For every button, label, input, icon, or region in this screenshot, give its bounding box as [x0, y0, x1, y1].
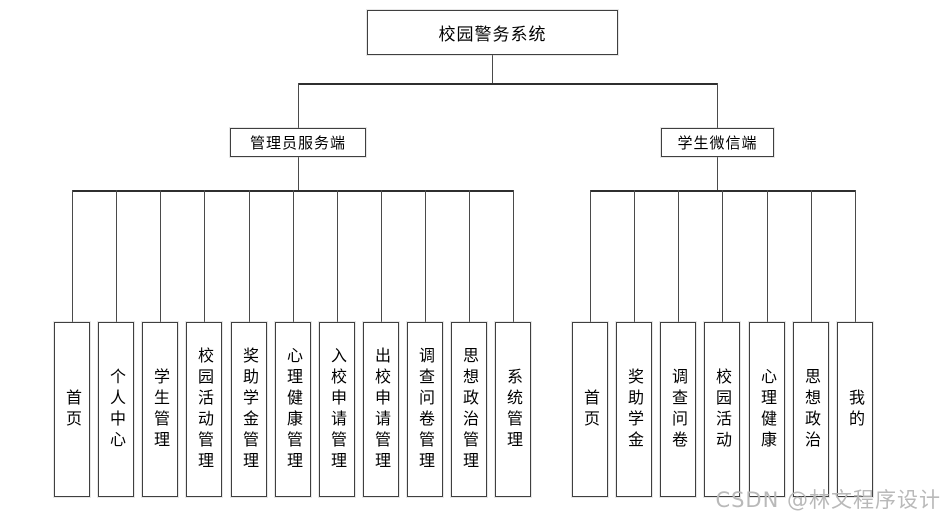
leaf-label: 系统管理 [504, 367, 523, 452]
connector-leaf-drop [855, 190, 856, 322]
connector-leaf-drop [293, 190, 294, 322]
admin-node-personal-center: 个人中心 [98, 322, 134, 497]
leaf-label: 奖助学金 [625, 367, 644, 452]
leaf-label: 首页 [63, 388, 82, 431]
connector-wechat-rail [590, 190, 856, 192]
connector-leaf-drop [678, 190, 679, 322]
leaf-label: 心理健康 [758, 367, 777, 452]
admin-node-ideology-mgmt: 思想政治管理 [451, 322, 487, 497]
wechat-node-home: 首页 [572, 322, 608, 497]
connector-leaf-drop [160, 190, 161, 322]
csdn-watermark: CSDN @林文程序设计 [715, 488, 941, 512]
leaf-label: 奖助学金管理 [240, 346, 259, 473]
leaf-label: 调查问卷管理 [416, 346, 435, 473]
admin-node-campus-activity-mgmt: 校园活动管理 [186, 322, 222, 497]
branch-node-label: 学生微信端 [677, 134, 758, 152]
admin-node-home: 首页 [54, 322, 90, 497]
connector-root-stem [492, 55, 493, 83]
leaf-label: 个人中心 [107, 367, 126, 452]
admin-node-scholarship-mgmt: 奖助学金管理 [231, 322, 267, 497]
connector-leaf-drop [204, 190, 205, 322]
connector-leaf-drop [72, 190, 73, 322]
wechat-node-campus-activity: 校园活动 [704, 322, 740, 497]
admin-node-entry-application-mgmt: 入校申请管理 [319, 322, 355, 497]
connector-leaf-drop [767, 190, 768, 322]
connector-leaf-drop [249, 190, 250, 322]
admin-node-system-mgmt: 系统管理 [495, 322, 531, 497]
leaf-label: 首页 [581, 388, 600, 431]
leaf-label: 调查问卷 [669, 367, 688, 452]
wechat-node-ideology: 思想政治 [793, 322, 829, 497]
admin-node-student-mgmt: 学生管理 [142, 322, 178, 497]
connector-admin-stem [298, 157, 299, 190]
connector-leaf-drop [469, 190, 470, 322]
root-node-campus-police-system: 校园警务系统 [367, 10, 618, 55]
branch-node-student-wechat: 学生微信端 [661, 128, 774, 157]
connector-leaf-drop [513, 190, 514, 322]
admin-node-mental-health-mgmt: 心理健康管理 [275, 322, 311, 497]
connector-leaf-drop [425, 190, 426, 322]
leaf-label: 思想政治 [802, 367, 821, 452]
branch-node-label: 管理员服务端 [249, 134, 346, 152]
leaf-label: 入校申请管理 [328, 346, 347, 473]
connector-leaf-drop [634, 190, 635, 322]
leaf-label: 我的 [846, 388, 865, 431]
connector-leaf-drop [811, 190, 812, 322]
connector-wechat-drop [717, 83, 718, 128]
connector-leaf-drop [722, 190, 723, 322]
wechat-node-survey: 调查问卷 [660, 322, 696, 497]
leaf-label: 校园活动 [713, 367, 732, 452]
leaf-label: 思想政治管理 [460, 346, 479, 473]
connector-wechat-stem [717, 157, 718, 190]
branch-node-admin-service: 管理员服务端 [230, 128, 366, 157]
root-node-label: 校园警务系统 [438, 25, 547, 45]
connector-leaf-drop [381, 190, 382, 322]
admin-node-exit-application-mgmt: 出校申请管理 [363, 322, 399, 497]
wechat-node-scholarship: 奖助学金 [616, 322, 652, 497]
connector-leaf-drop [337, 190, 338, 322]
leaf-label: 出校申请管理 [372, 346, 391, 473]
leaf-label: 学生管理 [151, 367, 170, 452]
admin-node-survey-mgmt: 调查问卷管理 [407, 322, 443, 497]
leaf-label: 心理健康管理 [284, 346, 303, 473]
leaf-label: 校园活动管理 [195, 346, 214, 473]
wechat-node-mine: 我的 [837, 322, 873, 497]
connector-leaf-drop [590, 190, 591, 322]
connector-leaf-drop [116, 190, 117, 322]
connector-main-rail [298, 83, 718, 85]
wechat-node-mental-health: 心理健康 [749, 322, 785, 497]
connector-admin-drop [298, 83, 299, 128]
